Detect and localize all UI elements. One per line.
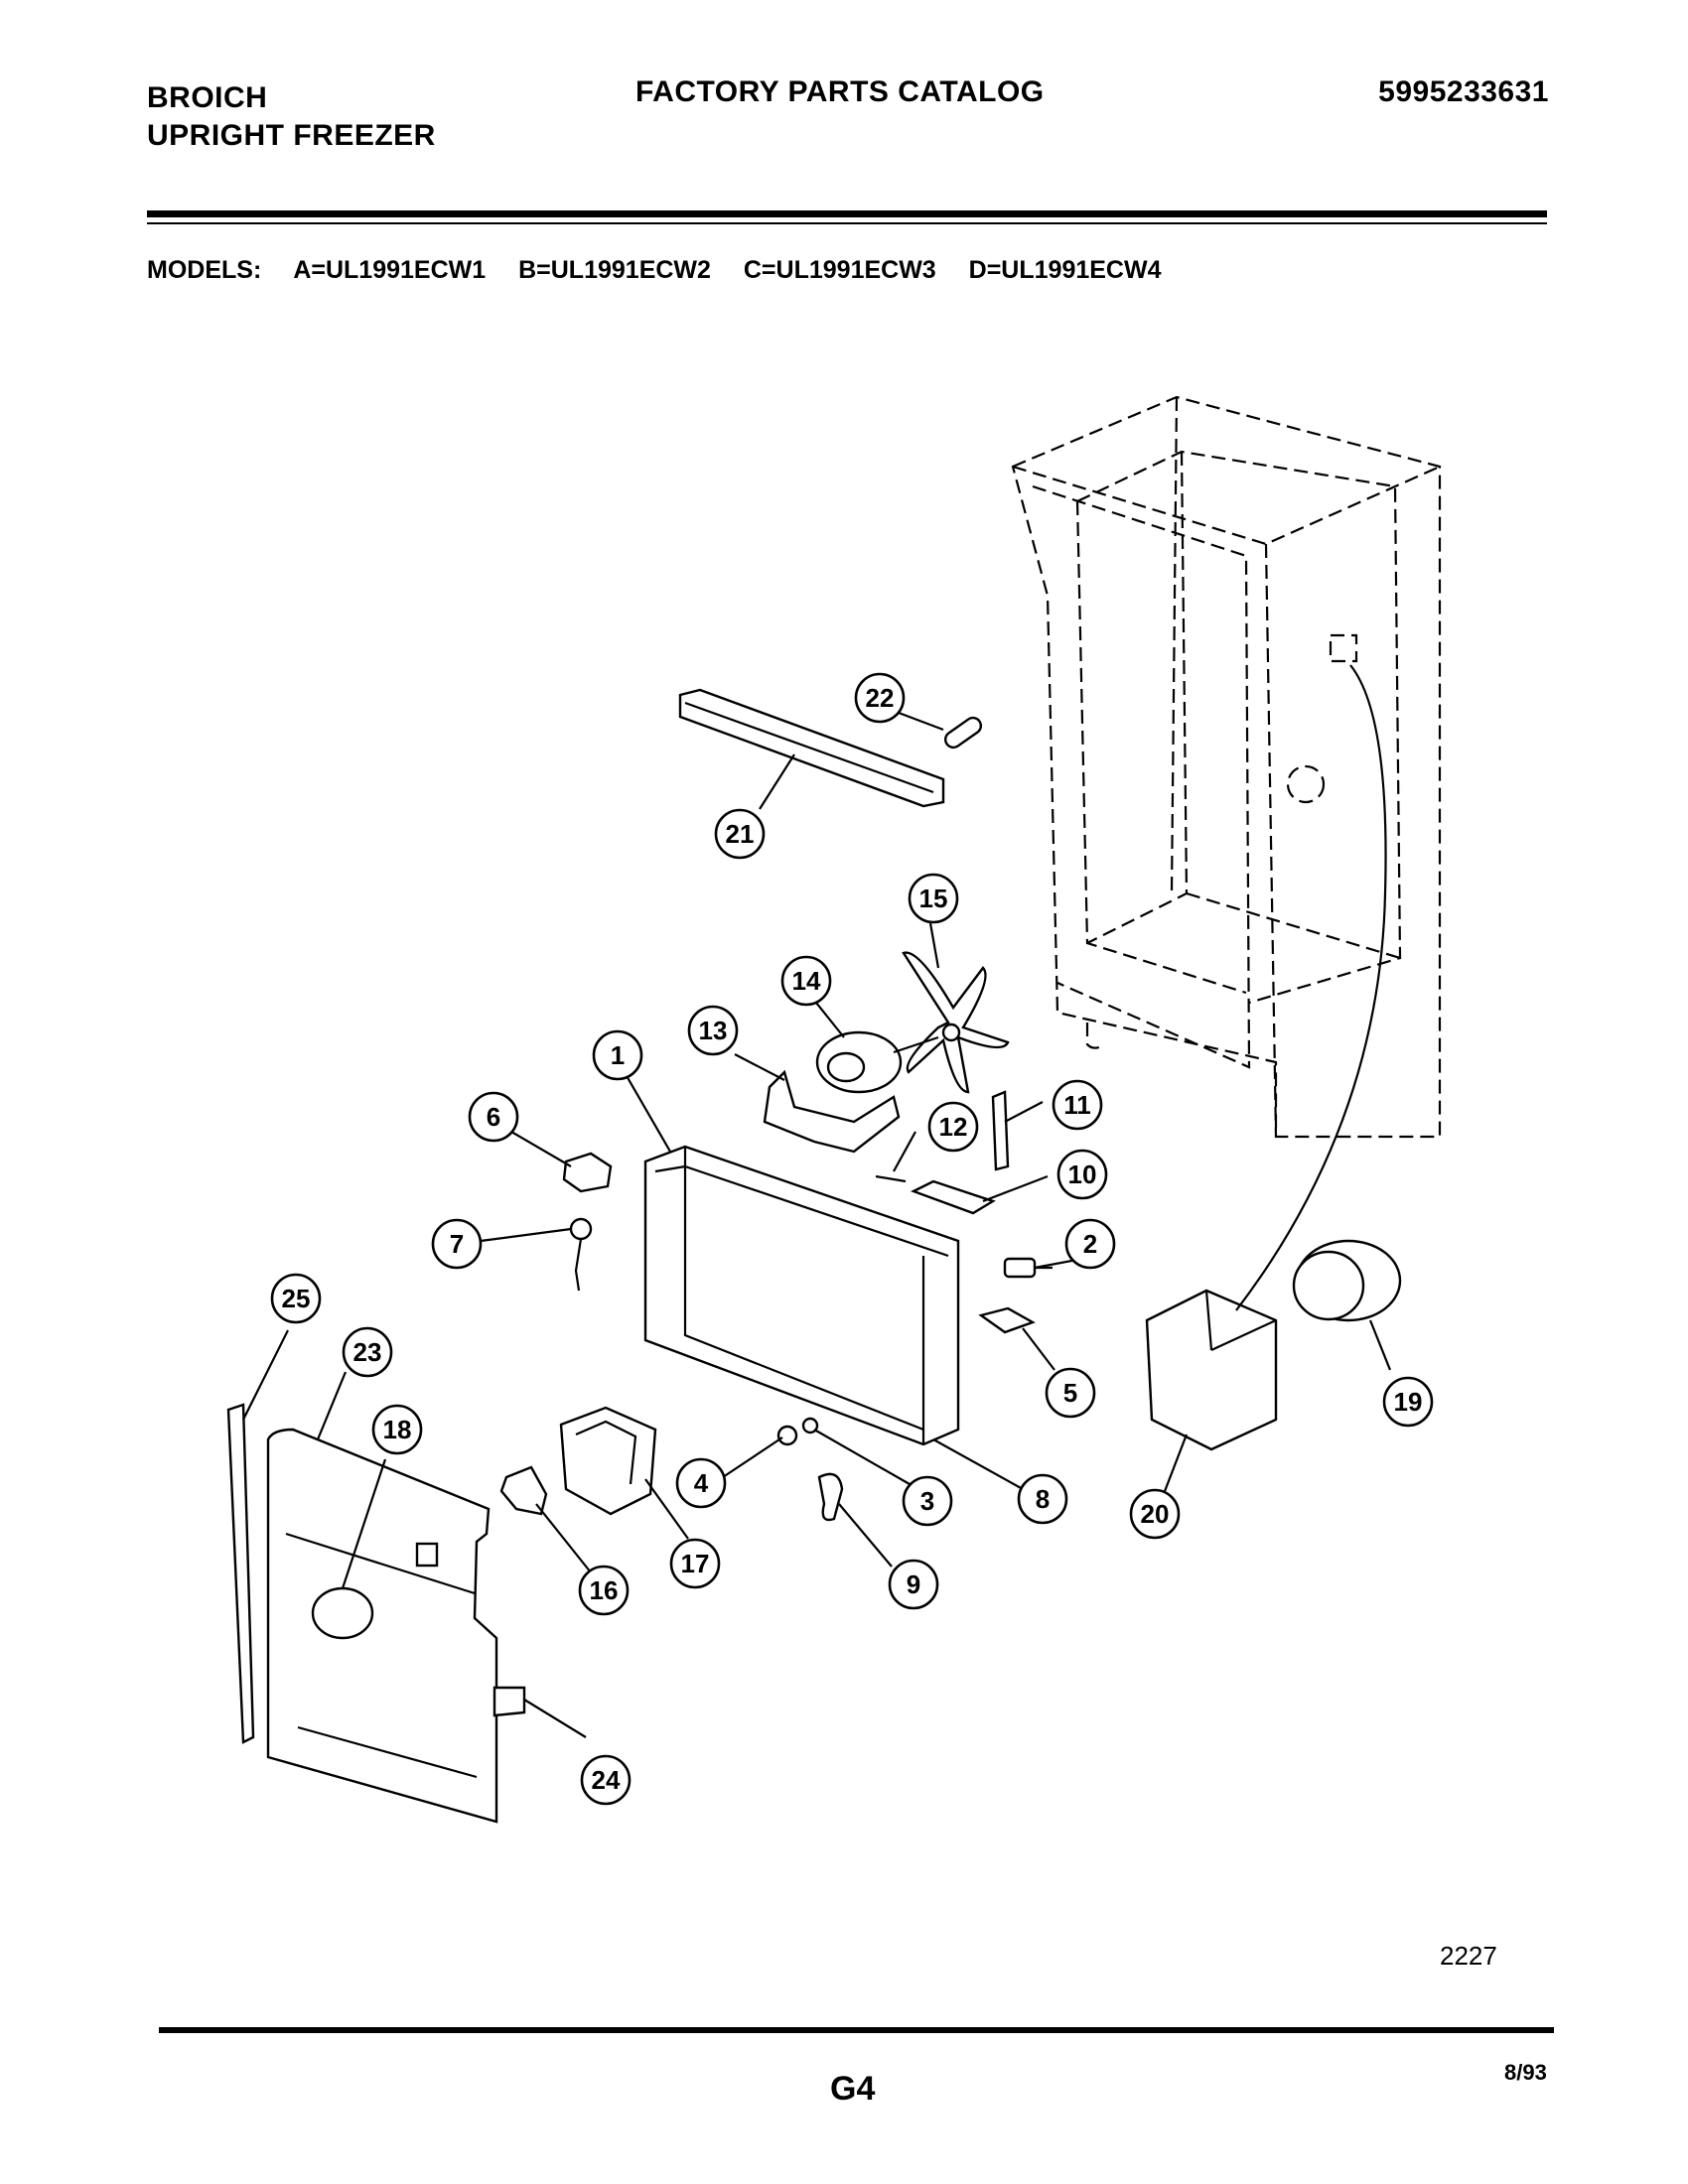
- footer-rule: [159, 2027, 1554, 2033]
- part-23-rear-panel: [266, 1428, 498, 1824]
- svg-text:1: 1: [611, 1040, 625, 1070]
- callout-4: 4: [675, 1457, 727, 1509]
- svg-text:23: 23: [353, 1337, 382, 1367]
- part-12-strip: [875, 1174, 907, 1183]
- model-a: A=UL1991ECW1: [293, 256, 487, 284]
- svg-text:17: 17: [681, 1549, 710, 1578]
- part-5-pad: [978, 1306, 1036, 1334]
- callout-5: 5: [1045, 1367, 1096, 1419]
- callout-19: 19: [1382, 1376, 1434, 1428]
- header-rule-thin: [147, 222, 1547, 224]
- callout-6: 6: [468, 1091, 519, 1143]
- svg-text:22: 22: [866, 683, 895, 713]
- svg-text:5: 5: [1063, 1378, 1077, 1408]
- svg-text:21: 21: [726, 819, 755, 849]
- brand-header: BROICH UPRIGHT FREEZER: [147, 79, 436, 155]
- callout-22: 22: [854, 672, 906, 724]
- callout-15: 15: [908, 873, 959, 924]
- part-4-washer: [776, 1425, 798, 1446]
- svg-text:4: 4: [694, 1468, 709, 1498]
- svg-text:10: 10: [1068, 1160, 1097, 1189]
- part-21-bracket: [678, 688, 945, 808]
- part-2-fitting: [1003, 1257, 1053, 1279]
- callout-8: 8: [1017, 1473, 1068, 1525]
- svg-text:19: 19: [1394, 1387, 1423, 1417]
- svg-text:24: 24: [592, 1765, 621, 1795]
- svg-text:16: 16: [590, 1575, 619, 1605]
- part-19-ring: [1292, 1239, 1402, 1322]
- part-13-motor-bracket: [763, 1069, 901, 1154]
- part-20-drain-pan: [1145, 1289, 1278, 1451]
- product-type: UPRIGHT FREEZER: [147, 119, 436, 152]
- callout-3: 3: [902, 1475, 953, 1527]
- catalog-title: FACTORY PARTS CATALOG: [635, 75, 1045, 108]
- svg-text:3: 3: [920, 1486, 934, 1516]
- model-c: C=UL1991ECW3: [743, 256, 936, 284]
- part-14-fan-motor: [815, 1030, 939, 1094]
- callout-11: 11: [1052, 1079, 1103, 1131]
- models-label: MODELS:: [147, 256, 262, 284]
- svg-text:7: 7: [450, 1229, 464, 1259]
- callout-13: 13: [687, 1005, 739, 1056]
- callout-14: 14: [780, 955, 832, 1007]
- page-number: G4: [830, 2070, 876, 2108]
- revision-date: 8/93: [1504, 2060, 1547, 2085]
- svg-text:9: 9: [907, 1570, 920, 1599]
- part-17-shroud: [559, 1406, 657, 1516]
- model-d: D=UL1991ECW4: [968, 256, 1162, 284]
- svg-text:12: 12: [939, 1112, 968, 1142]
- svg-text:14: 14: [792, 966, 821, 996]
- models-line: MODELS: A=UL1991ECW1 B=UL1991ECW2 C=UL19…: [147, 256, 1187, 285]
- brand-name: BROICH: [147, 81, 268, 114]
- callout-1: 1: [592, 1029, 643, 1081]
- callout-2: 2: [1064, 1218, 1116, 1270]
- callout-16: 16: [578, 1565, 630, 1616]
- svg-text:13: 13: [699, 1016, 728, 1045]
- leader-lines: [242, 711, 1392, 1738]
- callout-24: 24: [580, 1754, 632, 1806]
- callout-20: 20: [1129, 1488, 1181, 1540]
- svg-text:18: 18: [383, 1415, 412, 1444]
- header-rule-thick: [147, 210, 1547, 217]
- svg-text:15: 15: [919, 884, 948, 913]
- svg-text:20: 20: [1141, 1499, 1170, 1529]
- part-6-clip: [562, 1152, 613, 1193]
- part-11-bracket: [991, 1090, 1010, 1171]
- part-25-gasket: [226, 1403, 255, 1744]
- callout-25: 25: [270, 1273, 322, 1324]
- part-15-fan-blade: [902, 951, 1010, 1094]
- svg-text:25: 25: [282, 1284, 311, 1313]
- callout-21: 21: [714, 808, 766, 860]
- svg-text:6: 6: [487, 1102, 500, 1132]
- part-24-bracket: [492, 1686, 526, 1717]
- part-3-screw: [801, 1417, 819, 1434]
- part-10-bracket: [910, 1179, 996, 1215]
- model-b: B=UL1991ECW2: [518, 256, 711, 284]
- callout-17: 17: [669, 1538, 721, 1589]
- part-22-pin: [943, 716, 983, 750]
- document-number: 5995233631: [1378, 75, 1549, 108]
- callout-12: 12: [927, 1101, 979, 1153]
- svg-text:11: 11: [1063, 1090, 1091, 1120]
- callout-23: 23: [342, 1326, 393, 1378]
- freezer-cabinet: [1011, 395, 1442, 1139]
- svg-text:2: 2: [1083, 1229, 1097, 1259]
- callout-9: 9: [888, 1559, 939, 1610]
- power-cord: [1235, 664, 1387, 1311]
- part-9-clip: [817, 1472, 844, 1522]
- part-7-sensor: [569, 1217, 593, 1292]
- callout-7: 7: [431, 1218, 483, 1270]
- callout-18: 18: [371, 1404, 423, 1455]
- figure-number: 2227: [1440, 1941, 1497, 1971]
- part-1-evaporator-coil: [643, 1145, 960, 1446]
- svg-text:8: 8: [1036, 1484, 1050, 1514]
- callout-10: 10: [1056, 1149, 1108, 1200]
- part-16-switch: [499, 1465, 548, 1516]
